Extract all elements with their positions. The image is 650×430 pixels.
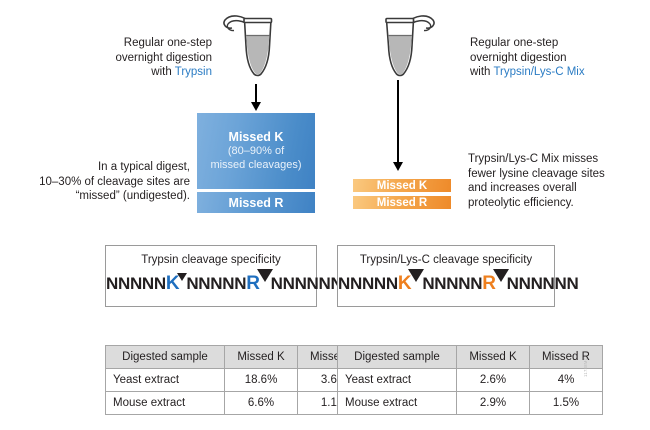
missed-k-value: 18.6% bbox=[224, 368, 298, 392]
missed-k-value: 2.9% bbox=[456, 391, 530, 415]
down-arrow-icon-left-head bbox=[250, 102, 261, 111]
right-residue-r: R bbox=[482, 273, 496, 294]
missed-k-sub-line2: missed cleavages) bbox=[210, 158, 302, 171]
table-row: Mouse extract 6.6% 1.1% bbox=[105, 391, 371, 415]
left-header-line3-prefix: with bbox=[151, 66, 175, 78]
table-row: Mouse extract 2.9% 1.5% bbox=[337, 391, 603, 415]
table-row: Yeast extract 2.6% 4% bbox=[337, 368, 603, 392]
right-specificity-box: Trypsin/Lys-C cleavage specificity NNNNN… bbox=[337, 245, 579, 307]
right-residue-k: K bbox=[397, 273, 412, 294]
right-data-table: Digested sample Missed K Missed R Yeast … bbox=[337, 345, 603, 415]
left-seq-part1: NNNNN bbox=[106, 274, 166, 293]
missed-r-value: 4% bbox=[529, 368, 603, 392]
left-panel-body-text: In a typical digest, 10–30% of cleavage … bbox=[28, 160, 190, 204]
missed-r-block-right: Missed R bbox=[352, 195, 452, 210]
header-sample-left: Digested sample bbox=[105, 345, 225, 369]
right-header-line2: overnight digestion bbox=[470, 51, 567, 64]
down-arrow-icon-left-shaft bbox=[255, 84, 257, 104]
table-header-row: Digested sample Missed K Missed R bbox=[105, 345, 371, 369]
right-body-line1: Trypsin/Lys-C Mix misses bbox=[468, 153, 599, 165]
header-missed-k-right: Missed K bbox=[456, 345, 530, 369]
missed-k-value: 2.6% bbox=[456, 368, 530, 392]
cleavage-triangle-r-right bbox=[492, 269, 509, 282]
right-body-line2: fewer lysine cleavage sites bbox=[468, 167, 605, 180]
sample-name: Yeast extract bbox=[105, 368, 225, 392]
missed-k-title-left: Missed K bbox=[228, 130, 284, 144]
right-body-line3: and increases overall bbox=[468, 182, 577, 194]
cleavage-triangle-k-left bbox=[177, 273, 188, 281]
table-row: Yeast extract 18.6% 3.6% bbox=[105, 368, 371, 392]
left-body-line3: “missed” (undigested). bbox=[75, 190, 190, 202]
left-data-table: Digested sample Missed K Missed R Yeast … bbox=[105, 345, 371, 415]
down-arrow-icon-right-head bbox=[392, 162, 403, 171]
missed-k-sub-line1: (80–90% of bbox=[227, 145, 285, 157]
left-residue-r: R bbox=[246, 273, 260, 294]
header-missed-r-right: Missed R bbox=[529, 345, 603, 369]
right-specificity-title: Trypsin/Lys-C cleavage specificity bbox=[359, 254, 533, 266]
footer-code: 11788MC bbox=[583, 357, 588, 377]
header-missed-k-left: Missed K bbox=[224, 345, 298, 369]
right-seq-part2: NNNNN bbox=[422, 274, 483, 293]
header-sample-right: Digested sample bbox=[337, 345, 457, 369]
left-seq-part2: NNNNN bbox=[186, 274, 247, 293]
right-header-line1: Regular one-step bbox=[470, 37, 559, 49]
right-header-enzyme: Trypsin/Lys-C Mix bbox=[493, 66, 585, 78]
right-header-line3-prefix: with bbox=[470, 66, 494, 78]
missed-r-value: 1.5% bbox=[529, 391, 603, 415]
right-panel-body-text: Trypsin/Lys-C Mix misses fewer lysine cl… bbox=[468, 152, 643, 210]
left-body-line2: 10–30% of cleavage sites are bbox=[39, 175, 190, 188]
left-specificity-title: Trypsin cleavage specificity bbox=[141, 254, 281, 266]
microcentrifuge-tube-icon-right bbox=[385, 15, 435, 77]
missed-k-block-left: Missed K (80–90% of missed cleavages) bbox=[196, 112, 316, 190]
left-header-line2: overnight digestion bbox=[115, 51, 212, 64]
left-seq-part3: NNNNNN bbox=[270, 274, 343, 293]
missed-k-subtitle-left: (80–90% of missed cleavages) bbox=[210, 145, 301, 172]
left-header-line1: Regular one-step bbox=[123, 37, 212, 49]
missed-k-value: 6.6% bbox=[224, 391, 298, 415]
cleavage-triangle-r-left bbox=[256, 269, 273, 282]
left-header-enzyme: Trypsin bbox=[174, 66, 212, 78]
down-arrow-icon-right-shaft bbox=[397, 80, 399, 164]
sample-name: Mouse extract bbox=[337, 391, 457, 415]
right-result-box: Missed K Missed R bbox=[352, 178, 452, 212]
left-residue-k: K bbox=[165, 273, 180, 294]
right-body-line4: proteolytic efficiency. bbox=[468, 196, 574, 209]
missed-r-block-left: Missed R bbox=[196, 191, 316, 214]
sample-name: Yeast extract bbox=[337, 368, 457, 392]
sample-name: Mouse extract bbox=[105, 391, 225, 415]
table-header-row: Digested sample Missed K Missed R bbox=[337, 345, 603, 369]
right-panel-header: Regular one-step overnight digestion wit… bbox=[470, 36, 650, 80]
left-body-line1: In a typical digest, bbox=[97, 161, 190, 173]
right-seq-part1: NNNNN bbox=[338, 274, 398, 293]
left-panel-header: Regular one-step overnight digestion wit… bbox=[52, 36, 212, 80]
cleavage-triangle-k-right bbox=[408, 269, 425, 282]
microcentrifuge-tube-icon-left bbox=[223, 15, 273, 77]
left-result-box: Missed K (80–90% of missed cleavages) Mi… bbox=[196, 112, 316, 214]
missed-k-block-right: Missed K bbox=[352, 178, 452, 193]
right-seq-part3: NNNNNN bbox=[506, 274, 579, 293]
